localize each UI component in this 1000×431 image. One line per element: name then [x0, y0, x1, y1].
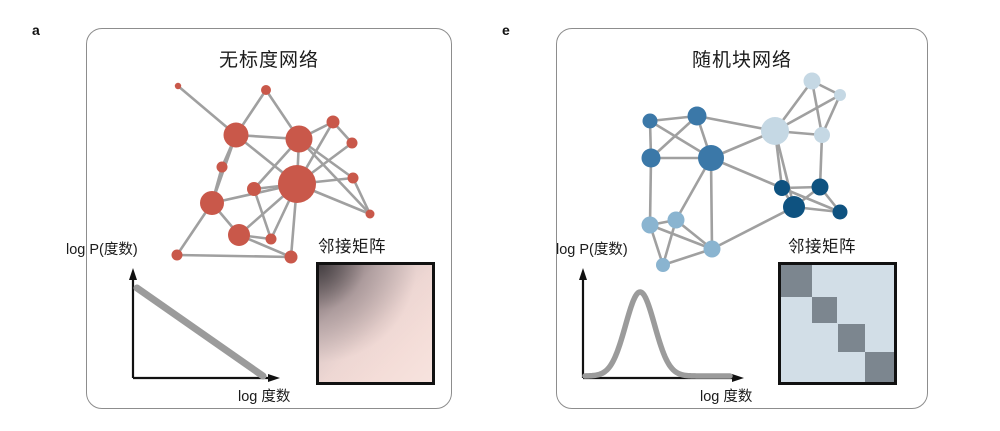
network-edge	[252, 187, 273, 241]
network-node	[365, 209, 375, 219]
panel-a-title: 无标度网络	[218, 49, 319, 71]
matrix-title-e: 邻接矩阵	[788, 237, 856, 256]
axis-lines-a	[129, 268, 280, 382]
network-node	[811, 178, 829, 196]
network-edge	[648, 156, 653, 227]
network-node	[834, 89, 846, 101]
network-node	[265, 233, 277, 245]
adjacency-matrix-e-blocks	[781, 265, 894, 382]
panel-letter-e: e	[502, 22, 510, 38]
network-node	[347, 172, 359, 184]
adjacency-matrix-block	[811, 296, 838, 324]
network-node	[656, 258, 670, 272]
network-edge	[351, 176, 372, 216]
adjacency-matrix-block	[837, 323, 865, 352]
network-node	[174, 82, 182, 90]
adjacency-matrix-block	[781, 265, 812, 297]
network-node	[200, 191, 224, 215]
network-edge	[780, 186, 842, 214]
network-edge	[297, 137, 372, 216]
network-node	[641, 148, 661, 168]
network-node	[642, 113, 658, 129]
panel-e-title: 随机块网络	[691, 49, 792, 71]
network-node	[247, 182, 261, 196]
y-axis-label-e: log P(度数)	[556, 242, 628, 258]
network-node	[774, 180, 790, 196]
network-node	[698, 145, 724, 171]
network-node	[326, 115, 340, 129]
adjacency-matrix-block	[864, 351, 894, 382]
network-node	[261, 85, 271, 95]
network-edge	[648, 223, 714, 251]
adjacency-matrix-scale-free	[316, 262, 435, 385]
axis-lines-e	[579, 268, 744, 382]
network-edge	[649, 114, 699, 160]
network-node	[284, 250, 298, 264]
network-edge	[661, 247, 714, 267]
network-nodes	[171, 82, 375, 264]
network-node	[346, 137, 358, 149]
network-edge	[710, 205, 796, 251]
y-axis-label-a: log P(度数)	[66, 242, 138, 258]
power-law-trend-line	[133, 284, 267, 380]
network-edge	[818, 133, 824, 189]
gaussian-degree-curve	[582, 289, 733, 379]
network-node	[803, 72, 821, 90]
network-node	[832, 204, 848, 220]
matrix-title-a: 邻接矩阵	[318, 237, 386, 256]
x-axis-label-e: log 度数	[700, 389, 753, 405]
network-edge	[709, 156, 714, 251]
network-node	[687, 106, 707, 126]
network-node	[783, 196, 805, 218]
network-node	[223, 122, 249, 148]
network-node	[641, 216, 659, 234]
x-axis-label-a: log 度数	[238, 389, 291, 405]
network-node	[278, 165, 316, 203]
network-edge	[175, 253, 293, 259]
network-edge	[810, 79, 824, 137]
network-node	[761, 117, 789, 145]
network-node	[814, 127, 830, 143]
panel-letter-a: a	[32, 22, 40, 38]
network-node	[228, 224, 250, 246]
network-node	[667, 211, 685, 229]
network-edge	[176, 84, 238, 137]
network-node	[703, 240, 721, 258]
network-node	[216, 161, 228, 173]
network-node	[171, 249, 183, 261]
network-nodes	[641, 72, 848, 272]
adjacency-matrix-stochastic-block	[778, 262, 897, 385]
network-node	[285, 125, 313, 153]
adjacency-matrix-a-gradient	[319, 265, 432, 382]
